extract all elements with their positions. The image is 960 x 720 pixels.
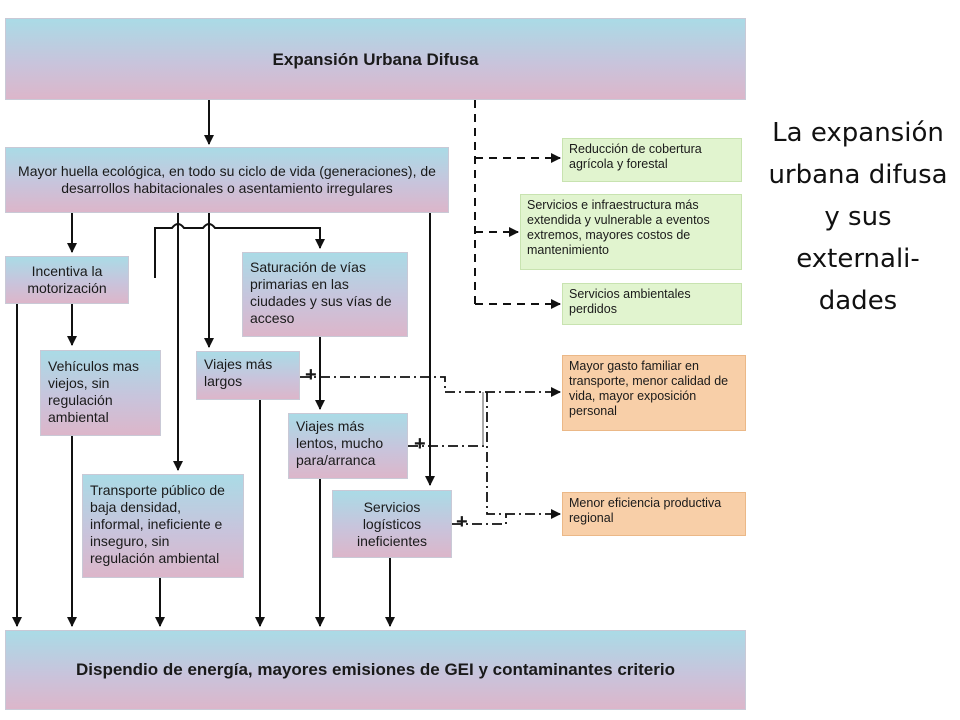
longer-trips-box-label: Viajes más largos [204,356,273,389]
top-box-label: Expansión Urbana Difusa [272,49,479,69]
green-box-agricultural-label: Reducción de cobertura agrícola y forest… [569,142,702,171]
side-title: La expansión urbana difusa y sus externa… [768,118,948,316]
logistics-box: Servicios logísticos ineficientes [332,490,452,558]
saturation-box-label: Saturación de vías primarias en las ciud… [250,259,392,326]
arrow-motorization-to-saturation [154,223,325,278]
green-box-environmental-label: Servicios ambientales perdidos [569,287,691,316]
logistics-box-label: Servicios logísticos ineficientes [356,498,428,549]
bottom-box-label: Dispendio de energía, mayores emisiones … [76,660,675,679]
motorization-box-label: Incentiva la motorización [27,263,107,296]
plus-sign-logistics: + [456,511,468,533]
dashdot-junction-to-orange2 [486,392,561,519]
bottom-box: Dispendio de energía, mayores emisiones … [5,630,746,710]
orange-box-family-expense-label: Mayor gasto familiar en transporte, meno… [569,359,729,418]
green-box-environmental: Servicios ambientales perdidos [562,283,742,325]
footprint-box-label: Mayor huella ecológica, en todo su ciclo… [18,163,436,196]
public-transport-box-label: Transporte público de baja densidad, inf… [90,482,225,566]
green-box-infrastructure: Servicios e infraestructura más extendid… [520,194,742,270]
motorization-box: Incentiva la motorización [5,256,129,304]
orange-box-productivity-label: Menor eficiencia productiva regional [569,496,722,525]
old-vehicles-box: Vehículos mas viejos, sin regulación amb… [40,350,161,436]
longer-trips-box: Viajes más largos [196,351,300,400]
plus-sign-longer: + [305,364,317,386]
top-box: Expansión Urbana Difusa [5,18,746,100]
plus-sign-slower: + [414,433,426,455]
slower-trips-box-label: Viajes más lentos, mucho para/arranca [296,418,384,468]
slower-trips-box: Viajes más lentos, mucho para/arranca [288,413,408,479]
public-transport-box: Transporte público de baja densidad, inf… [82,474,244,578]
footprint-box: Mayor huella ecológica, en todo su ciclo… [5,147,449,213]
orange-box-family-expense: Mayor gasto familiar en transporte, meno… [562,355,746,431]
dashdot-logistics-to-orange2 [452,514,507,525]
saturation-box: Saturación de vías primarias en las ciud… [242,252,408,337]
green-box-agricultural: Reducción de cobertura agrícola y forest… [562,138,742,182]
orange-box-productivity: Menor eficiencia productiva regional [562,492,746,536]
green-box-infrastructure-label: Servicios e infraestructura más extendid… [527,198,710,257]
old-vehicles-box-label: Vehículos mas viejos, sin regulación amb… [48,358,140,425]
